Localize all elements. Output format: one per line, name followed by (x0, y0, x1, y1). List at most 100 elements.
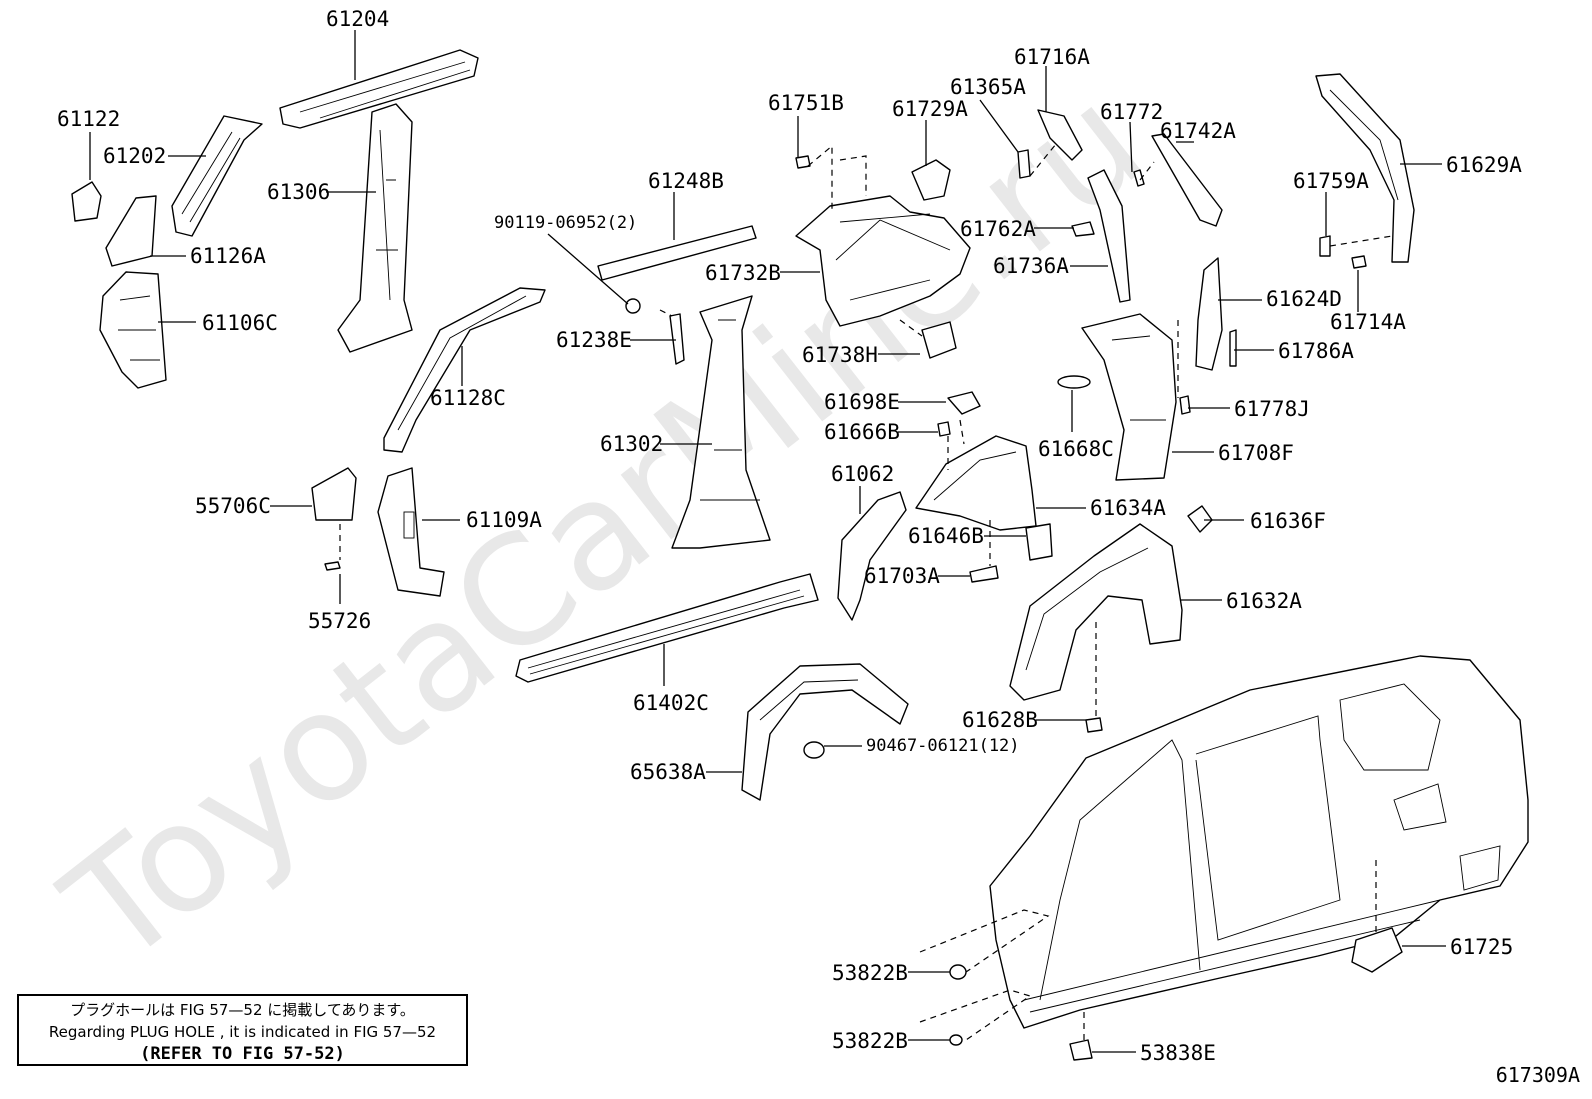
label-53822B-lower: 53822B (832, 1029, 908, 1053)
part-61122-shape (71, 181, 102, 222)
part-61714A-shape (1351, 255, 1367, 269)
part-53822B-2-shape (949, 1034, 963, 1046)
label-61742A: 61742A (1160, 119, 1236, 143)
part-61629A-shape (1315, 73, 1415, 263)
label-90119-06952: 90119-06952(2) (494, 213, 637, 233)
label-61624D: 61624D (1266, 287, 1342, 311)
part-labels: 61204 61122 61202 61306 61126A 61106C 61… (57, 7, 1522, 1065)
label-61636F: 61636F (1250, 509, 1326, 533)
label-61248B: 61248B (648, 169, 724, 193)
figure-id: 617309A (1495, 1063, 1580, 1087)
label-61778J: 61778J (1234, 397, 1310, 421)
label-61725: 61725 (1450, 935, 1513, 959)
part-61708F-shape (1081, 313, 1177, 481)
part-61729A-shape (911, 159, 951, 201)
label-61126A: 61126A (190, 244, 266, 268)
part-61109A-shape (377, 467, 445, 597)
part-61302-shape (671, 295, 771, 549)
label-61786A: 61786A (1278, 339, 1354, 363)
label-61729A: 61729A (892, 97, 968, 121)
part-61666B-shape (937, 421, 951, 437)
part-61751B-shape (795, 155, 811, 169)
part-61703A-shape (969, 565, 999, 583)
label-61204: 61204 (326, 7, 389, 31)
label-61402C: 61402C (633, 691, 709, 715)
label-61128C: 61128C (430, 386, 506, 410)
label-61738H: 61738H (802, 343, 878, 367)
part-55726-shape (324, 561, 341, 571)
label-61646B: 61646B (908, 524, 984, 548)
part-61698E-shape (947, 391, 981, 415)
part-61062-shape (837, 491, 907, 621)
part-61786A-shape (1229, 329, 1237, 367)
part-61365A-shape (1017, 149, 1031, 179)
part-61778J-shape (1179, 395, 1191, 415)
part-61628B-shape (1085, 717, 1103, 733)
label-61302: 61302 (600, 432, 663, 456)
plug-hole-note: プラグホールは FIG 57—52 に掲載してあります。 Regarding P… (17, 994, 468, 1066)
label-61122: 61122 (57, 107, 120, 131)
label-61751B: 61751B (768, 91, 844, 115)
part-61238E-shape (669, 313, 685, 365)
label-61202: 61202 (103, 144, 166, 168)
part-90119-shape (625, 298, 641, 314)
label-65638A: 65638A (630, 760, 706, 784)
part-61759A-shape (1319, 235, 1331, 257)
label-61238E: 61238E (556, 328, 632, 352)
part-61632A-shape (1009, 523, 1183, 701)
part-61736A-shape (1087, 169, 1131, 303)
part-61204-shape (279, 49, 479, 129)
label-61698E: 61698E (824, 390, 900, 414)
label-61106C: 61106C (202, 311, 278, 335)
label-61732B: 61732B (705, 261, 781, 285)
part-53838E-shape (1069, 1039, 1093, 1061)
label-55726: 55726 (308, 609, 371, 633)
label-53822B-upper: 53822B (832, 961, 908, 985)
part-61762A-shape (1071, 221, 1095, 237)
part-shapes (71, 49, 1529, 1061)
part-65638A-shape (741, 663, 909, 801)
part-61248B-shape (597, 225, 757, 281)
note-english: Regarding PLUG HOLE , it is indicated in… (48, 1023, 437, 1041)
part-53822B-1-shape (949, 964, 967, 980)
part-61772-shape (1133, 169, 1145, 187)
label-90467-06121: 90467-06121(12) (866, 736, 1020, 756)
part-90467-shape (803, 741, 825, 759)
note-japanese: プラグホールは FIG 57—52 に掲載してあります。 (70, 1001, 415, 1019)
part-61126A-shape (105, 195, 157, 267)
part-61306-shape (337, 103, 413, 353)
part-61738H-shape (921, 321, 957, 359)
label-61365A: 61365A (950, 75, 1026, 99)
part-61128C-shape (383, 287, 546, 453)
label-61632A: 61632A (1226, 589, 1302, 613)
part-61668C-shape (1057, 375, 1091, 389)
label-61716A: 61716A (1014, 45, 1090, 69)
label-53838E: 53838E (1140, 1041, 1216, 1065)
leader-lines (89, 30, 1446, 1053)
part-61742A-shape (1151, 133, 1223, 227)
body-side-outer (989, 655, 1529, 1029)
label-61762A: 61762A (960, 217, 1036, 241)
label-61666B: 61666B (824, 420, 900, 444)
part-61732B-shape (795, 195, 971, 327)
label-61062: 61062 (831, 462, 894, 486)
label-61759A: 61759A (1293, 169, 1369, 193)
part-61725-shape (1351, 927, 1403, 973)
part-61624D-shape (1195, 257, 1223, 371)
label-61772: 61772 (1100, 100, 1163, 124)
label-61668C: 61668C (1038, 437, 1114, 461)
label-61736A: 61736A (993, 254, 1069, 278)
label-61109A: 61109A (466, 508, 542, 532)
part-61646B-shape (1025, 523, 1053, 561)
part-61636F-shape (1187, 505, 1213, 533)
label-61708F: 61708F (1218, 441, 1294, 465)
assembly-dashes (339, 143, 1393, 1041)
label-61703A: 61703A (864, 564, 940, 588)
label-61628B: 61628B (962, 708, 1038, 732)
label-61714A: 61714A (1330, 310, 1406, 334)
part-61634A-shape (915, 435, 1037, 531)
part-61716A-shape (1037, 109, 1083, 161)
label-61629A: 61629A (1446, 153, 1522, 177)
part-55706C-shape (311, 467, 357, 521)
